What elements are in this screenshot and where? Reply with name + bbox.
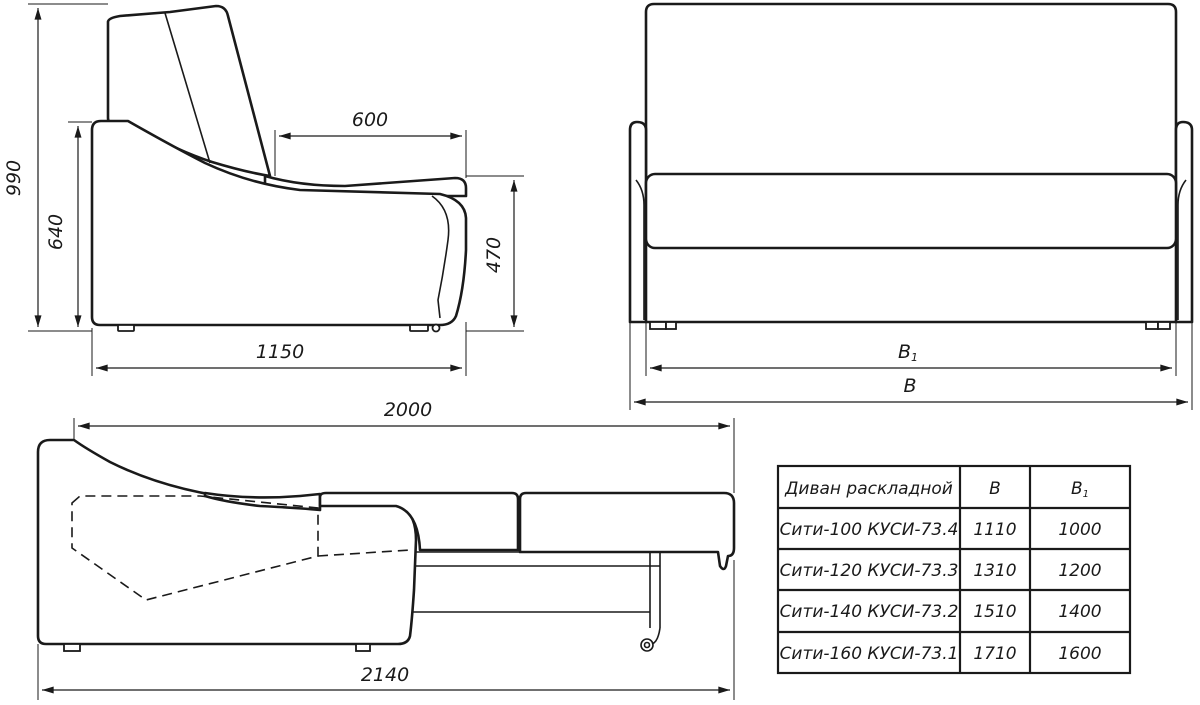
unfolded-view: 2000 2140 — [36, 399, 736, 700]
table-cell: 1110 — [973, 520, 1016, 540]
table-cell: Сити-100 КУСИ-73.4 — [780, 520, 959, 540]
table-cell: 1510 — [973, 602, 1016, 622]
mechanism-wheel — [640, 638, 654, 652]
front-foot-right-2 — [1157, 321, 1171, 330]
side-wheel — [431, 323, 441, 333]
side-backrest-seam — [164, 12, 211, 164]
dim-label-b1: B1 — [898, 341, 918, 364]
dim-label-640: 640 — [45, 214, 67, 250]
mechanism-leg — [649, 552, 661, 628]
dim-label-2140: 2140 — [361, 664, 409, 686]
table-cell: Сити-140 КУСИ-73.2 — [780, 602, 959, 622]
unfolded-cushion-head — [203, 491, 322, 512]
unfolded-foot-front — [355, 643, 371, 652]
dim-label-600: 600 — [352, 109, 388, 131]
front-armrest-left — [628, 120, 648, 324]
dim-label-b: B — [903, 375, 916, 397]
models-table: Диван раскладной B B1 Сити-100 КУСИ-73.4… — [776, 464, 1132, 675]
side-frame — [90, 119, 468, 327]
dim-label-990: 990 — [3, 160, 25, 196]
table-cell: 1310 — [973, 561, 1016, 581]
dim-label-470: 470 — [483, 237, 505, 273]
unfolded-cushion-middle — [318, 491, 520, 552]
front-foot-left-2 — [665, 321, 677, 330]
side-foot-front — [409, 324, 429, 332]
dim-label-1150: 1150 — [256, 341, 304, 363]
side-frame-front-curve — [431, 195, 450, 319]
side-foot-back — [117, 324, 135, 332]
unfolded-cushion-foot — [518, 491, 736, 571]
front-armrest-right — [1174, 120, 1194, 324]
table-cell: 1400 — [1058, 602, 1101, 622]
table-cell: Сити-120 КУСИ-73.3 — [780, 561, 959, 581]
table-cell: 1710 — [973, 644, 1016, 664]
front-foot-right — [1145, 321, 1159, 330]
table-header-model: Диван раскладной — [784, 479, 953, 499]
table-cell: 1200 — [1058, 561, 1101, 581]
front-view: B1 B — [628, 2, 1194, 410]
front-backrest — [644, 2, 1178, 180]
dim-label-2000: 2000 — [384, 399, 432, 421]
hidden-mechanism-outline — [71, 495, 319, 601]
side-view: 990 640 600 470 1150 — [3, 3, 524, 376]
table-cell: 1000 — [1058, 520, 1101, 540]
front-seat-cushion — [644, 172, 1178, 250]
table-cell: 1600 — [1058, 644, 1101, 664]
front-foot-left — [649, 321, 667, 330]
table-cell: Сити-160 КУСИ-73.1 — [780, 644, 959, 664]
unfolded-foot-back — [63, 643, 81, 652]
front-base — [644, 238, 1178, 324]
table-header-b1: B1 — [1071, 479, 1089, 500]
unfolded-frame — [36, 438, 418, 646]
table-header-b: B — [989, 479, 1001, 499]
